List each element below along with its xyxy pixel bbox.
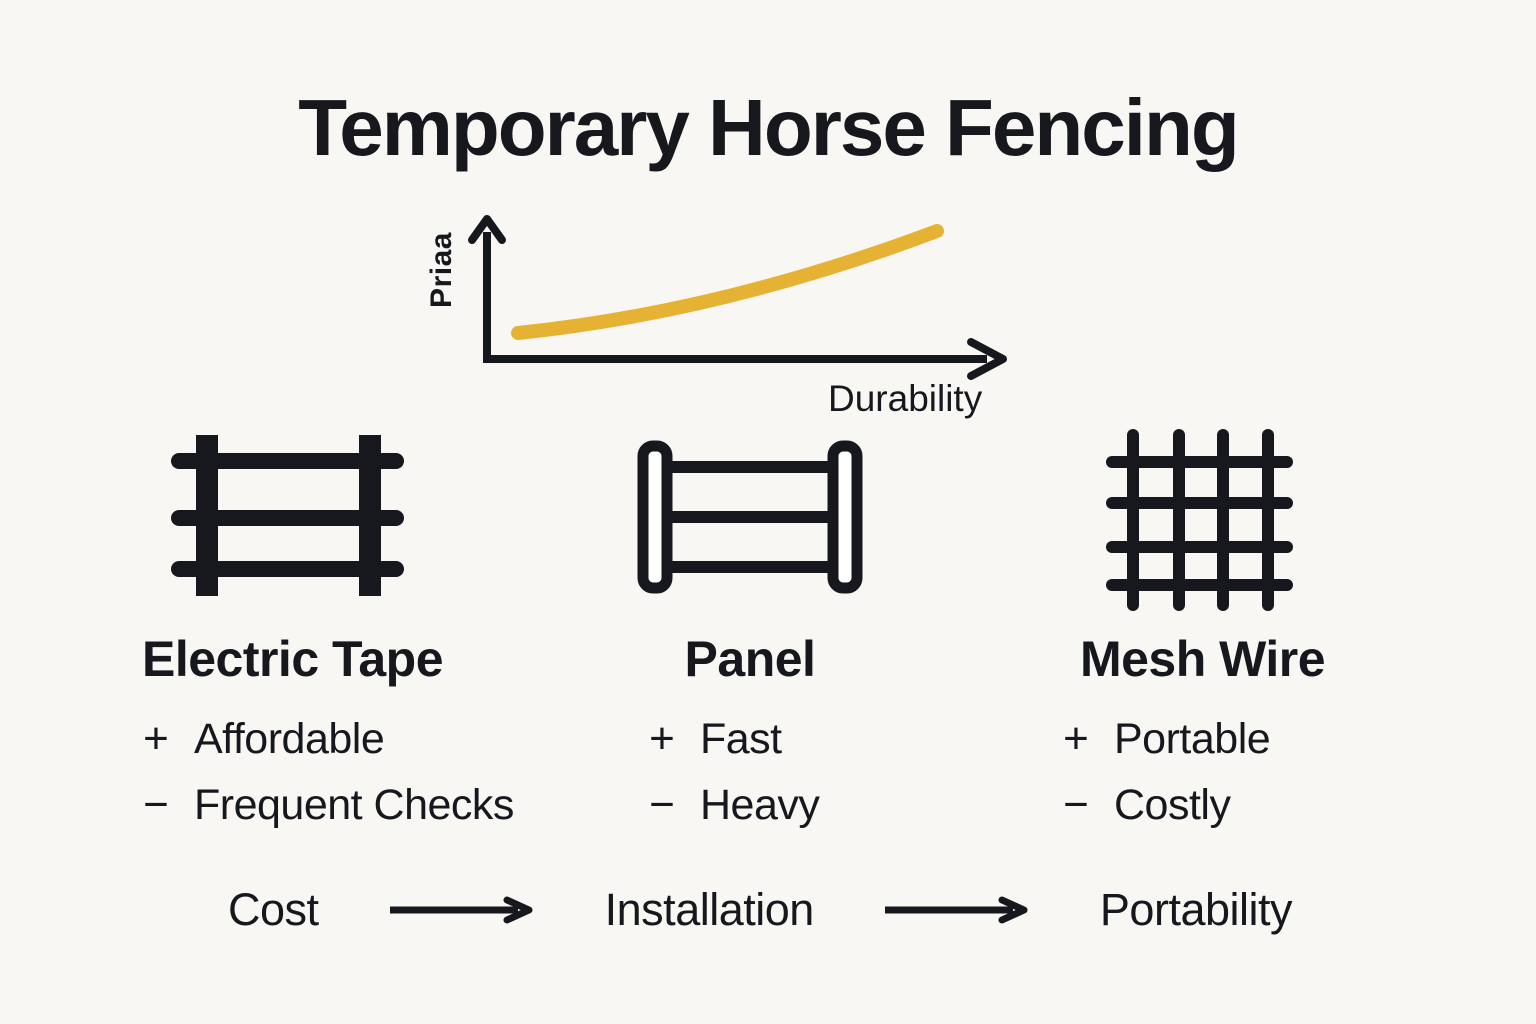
proscons-panel: + Fast − Heavy — [642, 714, 820, 829]
flow-step-installation: Installation — [604, 884, 815, 935]
x-axis-label: Durability — [828, 378, 983, 419]
minus-icon: − — [649, 780, 675, 829]
right-arrow-icon — [389, 896, 533, 924]
flow-step-cost: Cost — [228, 884, 319, 935]
con-row: − Costly — [1056, 780, 1270, 829]
con-row: − Heavy — [642, 780, 820, 829]
minus-icon: − — [143, 780, 169, 829]
price-curve — [511, 224, 944, 340]
chart-axes — [468, 215, 1007, 380]
con-label: Costly — [1114, 780, 1231, 829]
x-axis-arrow-icon — [967, 338, 1007, 380]
plus-icon: + — [649, 714, 675, 763]
y-axis-arrow-icon — [468, 215, 506, 244]
proscons-electric-tape: + Affordable − Frequent Checks — [136, 714, 514, 829]
right-arrow-icon — [884, 896, 1028, 924]
con-label: Frequent Checks — [194, 780, 514, 829]
panel-fence-icon — [637, 440, 863, 594]
con-label: Heavy — [700, 780, 820, 829]
pro-row: + Affordable — [136, 714, 514, 763]
minus-icon: − — [1063, 780, 1089, 829]
plus-icon: + — [1063, 714, 1089, 763]
flow-step-portability: Portability — [1099, 884, 1293, 935]
page-title: Temporary Horse Fencing — [298, 83, 1239, 172]
y-axis-label: Priaa — [425, 232, 458, 308]
plus-icon: + — [143, 714, 169, 763]
electric-tape-fence-icon — [171, 435, 404, 596]
price-durability-chart — [420, 200, 1040, 435]
mesh-wire-fence-icon — [1106, 429, 1293, 611]
tradeoff-flow: Cost Installation Portability — [228, 880, 1293, 940]
pro-row: + Fast — [642, 714, 819, 763]
pro-label: Portable — [1114, 714, 1271, 763]
con-row: − Frequent Checks — [136, 780, 514, 829]
proscons-mesh-wire: + Portable − Costly — [1056, 714, 1271, 829]
pro-label: Affordable — [194, 714, 385, 763]
pro-row: + Portable — [1056, 714, 1271, 763]
column-title-panel: Panel — [684, 631, 816, 687]
pro-label: Fast — [700, 714, 782, 763]
column-title-electric-tape: Electric Tape — [141, 631, 444, 687]
column-title-mesh-wire: Mesh Wire — [1079, 631, 1326, 687]
